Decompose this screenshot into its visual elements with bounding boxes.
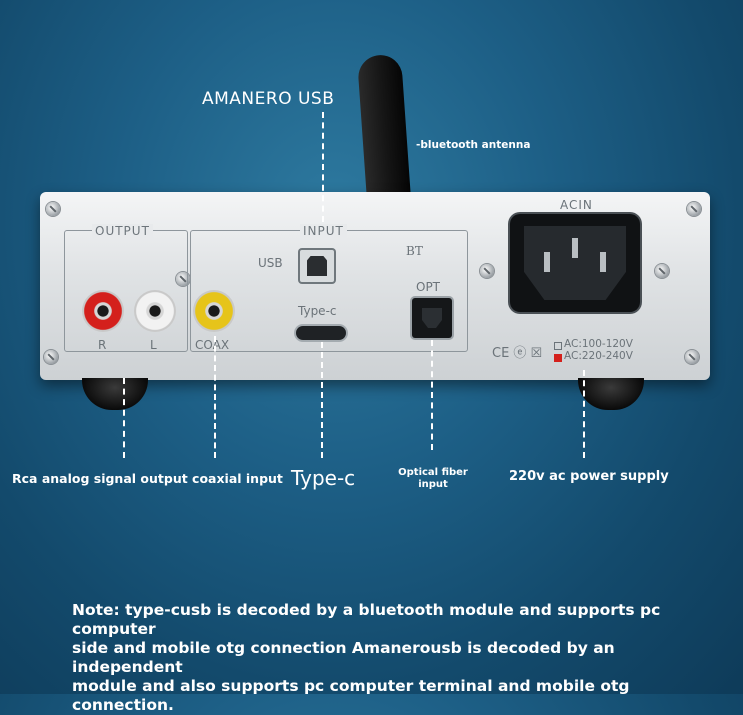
rca-leader xyxy=(123,378,125,458)
optical-input-port[interactable] xyxy=(412,298,452,338)
opt-label: OPT xyxy=(416,280,441,294)
coax-input[interactable] xyxy=(193,290,235,332)
inlet-pin xyxy=(600,252,606,272)
note-line-2: side and mobile otg connection Amanerous… xyxy=(72,639,615,676)
coax-label: COAX xyxy=(195,338,230,352)
screw xyxy=(176,272,190,286)
dac-rear-panel: OUTPUT R L INPUT COAX USB Type-c BT OPT … xyxy=(40,192,710,380)
bluetooth-antenna-callout: -bluetooth antenna xyxy=(416,139,531,151)
device-foot xyxy=(578,378,644,410)
rca-output-left[interactable] xyxy=(134,290,176,332)
power-leader xyxy=(583,370,585,458)
voltage-option-2: AC:220-240V xyxy=(564,350,633,362)
optical-leader xyxy=(431,340,433,450)
type-c-leader xyxy=(321,342,323,458)
screw xyxy=(480,264,494,278)
optical-callout-line1: Optical fiber xyxy=(398,467,468,478)
screw xyxy=(44,350,58,364)
coax-leader xyxy=(214,336,216,458)
inlet-pin xyxy=(572,238,578,258)
usb-label: USB xyxy=(258,256,283,270)
bt-label: BT xyxy=(406,244,423,258)
output-section xyxy=(64,230,188,352)
screw xyxy=(46,202,60,216)
note-line-1: Note: type-cusb is decoded by a bluetoot… xyxy=(72,601,661,638)
acin-label: ACIN xyxy=(560,198,593,212)
note-caption: Note: type-cusb is decoded by a bluetoot… xyxy=(72,601,722,715)
usb-b-port[interactable] xyxy=(298,248,336,284)
optical-socket xyxy=(422,308,442,328)
screw xyxy=(655,264,669,278)
voltage-checkbox-1 xyxy=(554,342,562,350)
l-label: L xyxy=(150,338,157,352)
optical-callout: Optical fiber input xyxy=(398,467,468,491)
output-label: OUTPUT xyxy=(92,224,153,238)
inlet-pin xyxy=(544,252,550,272)
type-c-callout: Type-c xyxy=(291,466,356,490)
voltage-checkbox-2 xyxy=(554,354,562,362)
rca-output-right[interactable] xyxy=(82,290,124,332)
usb-b-socket xyxy=(307,256,327,276)
optical-callout-line2: input xyxy=(418,479,448,490)
type-c-port[interactable] xyxy=(296,326,346,340)
power-supply-callout: 220v ac power supply xyxy=(509,469,669,484)
ac-power-inlet[interactable] xyxy=(510,214,640,312)
amanero-usb-leader xyxy=(322,112,324,222)
screw xyxy=(685,350,699,364)
rca-coaxial-callout: Rca analog signal output coaxial input xyxy=(12,471,283,486)
device-foot xyxy=(82,378,148,410)
ce-marks: CE ⓔ ☒ xyxy=(492,346,543,361)
r-label: R xyxy=(98,338,107,352)
voltage-option-1: AC:100-120V xyxy=(564,338,633,350)
input-label: INPUT xyxy=(300,224,347,238)
typec-label: Type-c xyxy=(298,304,337,318)
screw xyxy=(687,202,701,216)
amanero-usb-callout: AMANERO USB xyxy=(202,89,335,109)
note-line-3: module and also supports pc computer ter… xyxy=(72,677,630,714)
